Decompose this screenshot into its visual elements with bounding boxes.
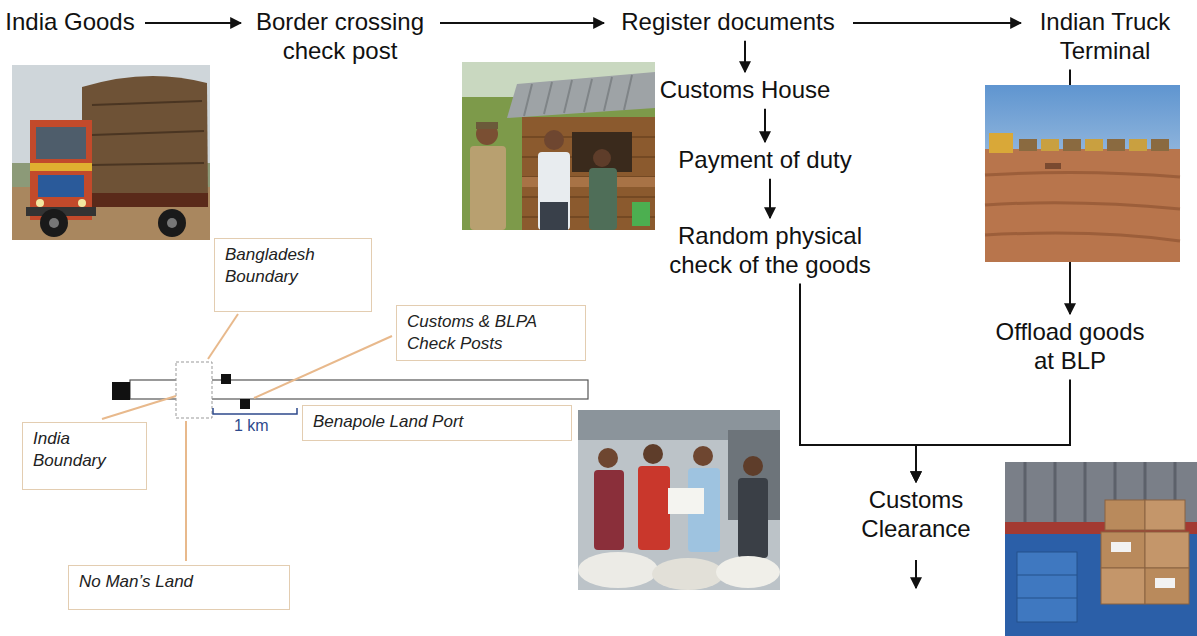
flow-arrow: [769, 179, 771, 218]
flow-step: Payment of duty: [655, 146, 875, 175]
flow-arrow: [145, 22, 241, 24]
callout-box: No Man’s Land: [68, 565, 290, 610]
step-text: Payment of duty: [659, 146, 871, 175]
flow-step: Indian Truck Terminal: [1025, 8, 1185, 66]
cargo-photo: [1005, 462, 1197, 636]
terminal-photo: [985, 85, 1180, 262]
flow-arrow: [440, 22, 604, 24]
flow-step: Customs House: [655, 76, 835, 105]
callout-box: Benapole Land Port: [302, 405, 572, 441]
callout-box: Bangladesh Boundary: [214, 238, 372, 312]
flow-step: Random physical check of the goods: [650, 222, 890, 280]
step-text: India Goods: [4, 8, 136, 37]
step-text: Register documents: [612, 8, 844, 37]
flow-step: Offload goods at BLP: [985, 318, 1155, 376]
callout-text: No Man’s Land: [79, 571, 279, 593]
inspection-photo: [578, 410, 780, 590]
check-post-photo: [462, 62, 655, 230]
flow-arrow: [800, 284, 916, 482]
step-text: Indian Truck Terminal: [1029, 8, 1181, 66]
callout-text: Customs & BLPA Check Posts: [407, 311, 575, 355]
callout-text: Benapole Land Port: [313, 411, 561, 433]
callout-text: Bangladesh Boundary: [225, 244, 361, 288]
callout-box: Customs & BLPA Check Posts: [396, 305, 586, 361]
flow-arrow: [916, 380, 1070, 482]
exit-arrow: [915, 560, 917, 588]
flow-step: Border crossing check post: [245, 8, 435, 66]
flow-arrow: [853, 22, 1021, 24]
flow-arrow: [744, 41, 746, 72]
dimension-label: 1 km: [234, 417, 269, 435]
step-text: Random physical check of the goods: [654, 222, 886, 280]
flow-step: India Goods: [0, 8, 140, 37]
truck-photo: [12, 65, 210, 240]
flow-arrow: [764, 109, 766, 142]
flow-arrow: [1069, 70, 1071, 314]
flow-step: Register documents: [608, 8, 848, 37]
step-text: Border crossing check post: [249, 8, 431, 66]
step-text: Customs House: [659, 76, 831, 105]
step-text: Customs Clearance: [845, 486, 987, 544]
flow-step: Customs Clearance: [841, 486, 991, 544]
callout-text: India Boundary: [33, 428, 136, 472]
step-text: Offload goods at BLP: [989, 318, 1151, 376]
callout-box: India Boundary: [22, 422, 147, 490]
